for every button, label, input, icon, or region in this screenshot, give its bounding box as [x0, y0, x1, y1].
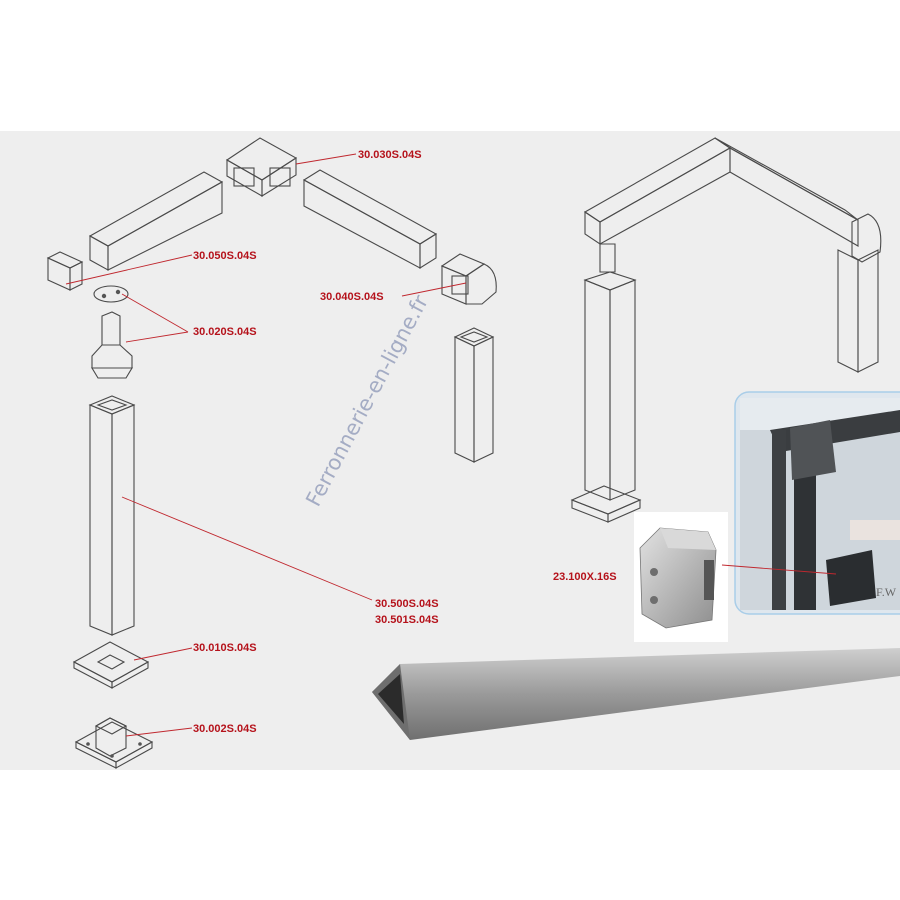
leader-lines — [65, 153, 837, 737]
long-vertical-tube — [88, 395, 136, 636]
connector-plate — [93, 285, 129, 303]
label-glass-clamp: 23.100X.16S — [553, 571, 617, 583]
label-cover-plate: 30.010S.04S — [193, 642, 257, 654]
glass-clamp-photo — [634, 512, 728, 642]
tube-photo — [372, 648, 900, 740]
label-base-plate: 30.002S.04S — [193, 723, 257, 735]
cover-plate — [72, 641, 150, 689]
base-plate — [74, 717, 154, 769]
right-horizontal-tube — [302, 169, 438, 269]
elbow-down-fitting — [440, 253, 497, 305]
photo-text: F.W — [876, 585, 897, 599]
label-elbow-down: 30.040S.04S — [320, 291, 384, 303]
label-tube-a: 30.500S.04S — [375, 598, 439, 610]
short-vertical-tube — [453, 327, 495, 463]
label-corner-90: 30.030S.04S — [358, 149, 422, 161]
watermark-text: Ferronnerie-en-ligne.fr — [301, 291, 433, 510]
left-horizontal-tube — [88, 171, 224, 271]
label-end-cap: 30.050S.04S — [193, 250, 257, 262]
photo-inset: F.W — [734, 391, 900, 615]
label-connector: 30.020S.04S — [193, 326, 257, 338]
corner-90-fitting — [225, 137, 298, 197]
end-cap — [46, 251, 84, 291]
part-labels: 30.030S.04S 30.050S.04S 30.040S.04S 30.0… — [193, 149, 617, 735]
label-tube-b: 30.501S.04S — [375, 614, 439, 626]
assembled-railing — [570, 137, 882, 523]
connector-spigot — [91, 311, 133, 379]
